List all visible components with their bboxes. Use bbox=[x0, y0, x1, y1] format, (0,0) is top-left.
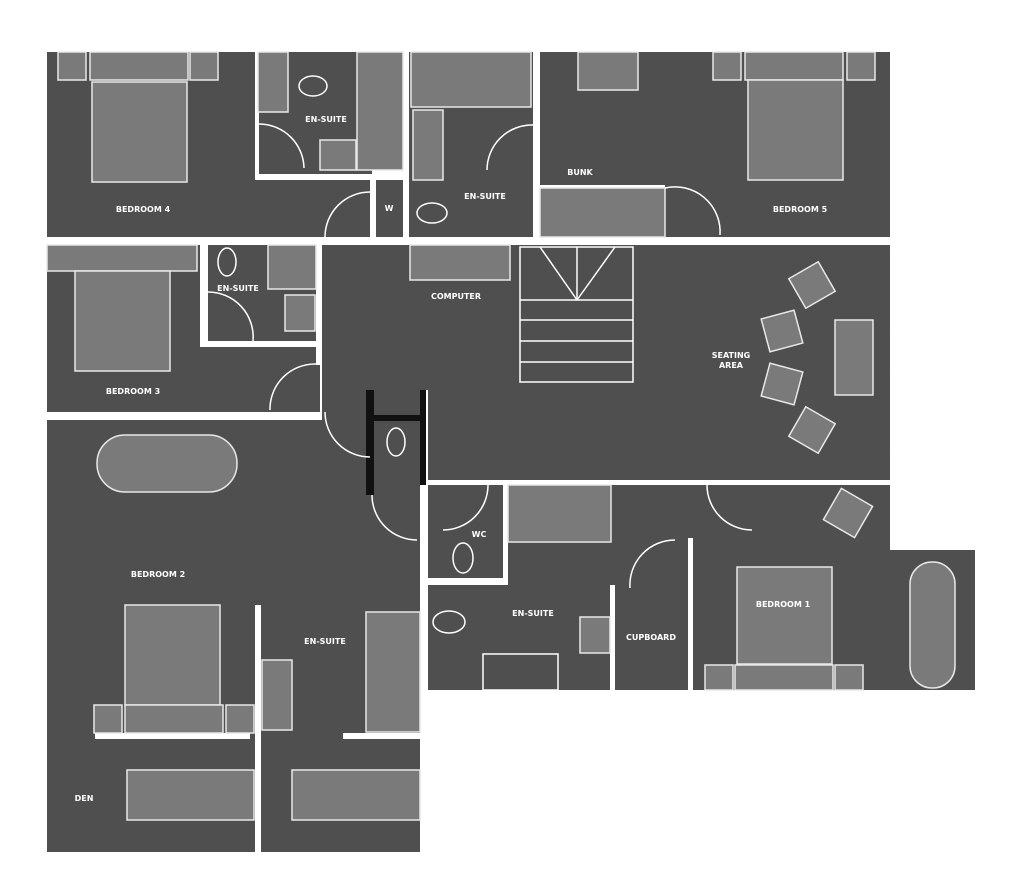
shower bbox=[267, 244, 317, 290]
label-ensuite: EN-SUITE bbox=[464, 192, 506, 201]
window-door[interactable] bbox=[889, 367, 937, 453]
window-door[interactable] bbox=[889, 252, 937, 338]
shower bbox=[365, 611, 421, 733]
bed bbox=[91, 81, 188, 183]
sink bbox=[261, 659, 293, 731]
bed bbox=[747, 79, 844, 181]
headboard bbox=[744, 51, 844, 81]
room-wc[interactable] bbox=[428, 485, 503, 580]
coffee-table bbox=[834, 319, 874, 396]
label-ensuite: EN-SUITE bbox=[304, 637, 346, 646]
toilet bbox=[217, 247, 237, 277]
label-bedroom-5: BEDROOM 5 bbox=[773, 205, 828, 214]
label-bedroom-4: BEDROOM 4 bbox=[116, 205, 171, 214]
armchair bbox=[787, 405, 837, 455]
armchair bbox=[760, 362, 804, 406]
door[interactable] bbox=[664, 186, 721, 236]
bunk-bed bbox=[539, 187, 666, 238]
door[interactable] bbox=[269, 363, 317, 411]
bedside-table bbox=[225, 704, 255, 734]
door[interactable] bbox=[324, 191, 371, 238]
label-bedroom-2: BEDROOM 2 bbox=[131, 570, 185, 579]
sofa-bed bbox=[291, 769, 421, 821]
furniture bbox=[46, 51, 956, 821]
headboard bbox=[46, 244, 198, 272]
shower bbox=[356, 51, 404, 171]
label-wc: WC bbox=[472, 530, 487, 539]
label-computer: COMPUTER bbox=[431, 292, 481, 301]
sink bbox=[579, 616, 611, 654]
headboard bbox=[734, 664, 834, 691]
bedside-table bbox=[846, 51, 876, 81]
computer-desk bbox=[409, 244, 511, 281]
bath bbox=[257, 51, 289, 113]
bath bbox=[96, 434, 238, 493]
room-labels: BEDROOM 4 EN-SUITE W EN-SUITE BUNK BEDRO… bbox=[75, 115, 828, 803]
walls bbox=[47, 52, 975, 852]
door[interactable] bbox=[706, 484, 753, 531]
shower bbox=[507, 484, 612, 543]
door[interactable] bbox=[258, 123, 305, 169]
desk bbox=[577, 51, 639, 91]
label-den: DEN bbox=[75, 794, 94, 803]
bedside-table bbox=[93, 704, 123, 734]
bath bbox=[909, 561, 956, 689]
toilet bbox=[298, 75, 328, 97]
door[interactable] bbox=[486, 124, 534, 171]
label-bedroom-3: BEDROOM 3 bbox=[106, 387, 160, 396]
label-cupboard: CUPBOARD bbox=[626, 633, 676, 642]
door[interactable] bbox=[629, 539, 676, 589]
toilet bbox=[432, 610, 466, 634]
toilet bbox=[386, 427, 406, 457]
bedside-table bbox=[834, 664, 864, 691]
staircase bbox=[519, 246, 634, 383]
sink bbox=[284, 294, 316, 332]
door[interactable] bbox=[371, 494, 418, 541]
room-w[interactable] bbox=[375, 178, 403, 237]
sink bbox=[412, 109, 444, 181]
doors bbox=[207, 123, 937, 589]
armchair bbox=[787, 260, 837, 310]
bed bbox=[736, 566, 833, 665]
bedside-table bbox=[57, 51, 87, 81]
shower bbox=[410, 51, 532, 108]
label-ensuite: EN-SUITE bbox=[217, 284, 259, 293]
armchair bbox=[760, 309, 804, 353]
bath bbox=[482, 653, 559, 691]
label-bunk: BUNK bbox=[567, 168, 593, 177]
label-seating: SEATING bbox=[712, 351, 751, 360]
label-area: AREA bbox=[719, 361, 744, 370]
label-ensuite: EN-SUITE bbox=[305, 115, 347, 124]
headboard bbox=[89, 51, 189, 81]
door[interactable] bbox=[442, 484, 489, 531]
toilet bbox=[452, 542, 474, 574]
toilet bbox=[416, 202, 448, 224]
armchair bbox=[822, 487, 874, 539]
bedside-table bbox=[704, 664, 734, 691]
bedside-table bbox=[189, 51, 219, 81]
bedside-table bbox=[712, 51, 742, 81]
sink bbox=[319, 139, 357, 171]
bed bbox=[124, 604, 221, 706]
room-cupboard[interactable] bbox=[615, 590, 688, 690]
door[interactable] bbox=[207, 291, 254, 342]
headboard bbox=[124, 704, 224, 734]
bed bbox=[74, 270, 171, 372]
label-w: W bbox=[385, 204, 394, 213]
label-bedroom-1: BEDROOM 1 bbox=[756, 600, 811, 609]
sofa-bed bbox=[126, 769, 255, 821]
door[interactable] bbox=[324, 411, 371, 458]
label-ensuite: EN-SUITE bbox=[512, 609, 554, 618]
room-hall-bottom bbox=[611, 485, 693, 590]
